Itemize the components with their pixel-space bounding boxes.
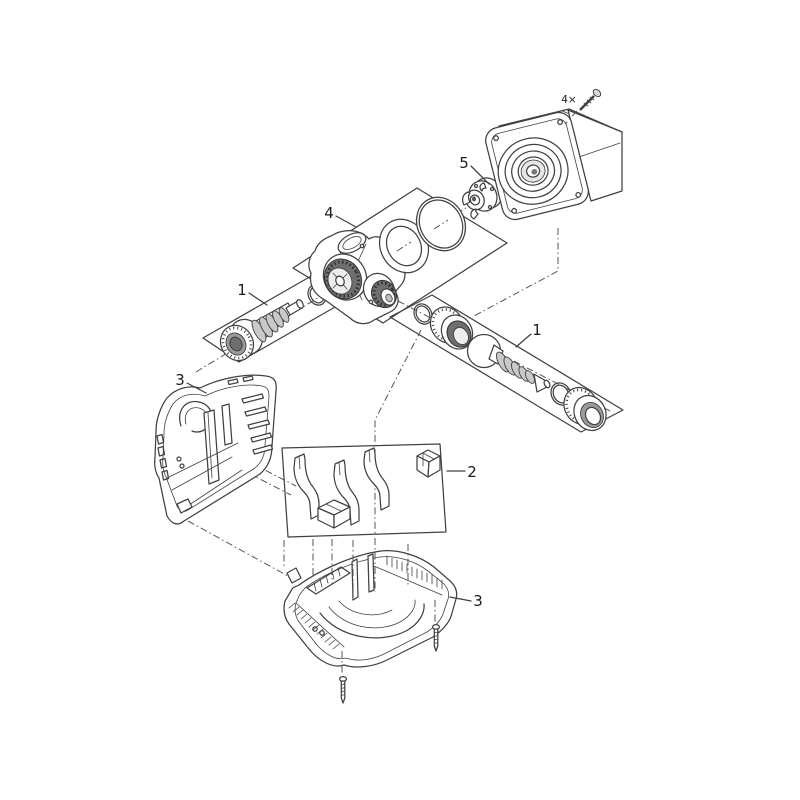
group-box-2 <box>281 443 447 538</box>
o-ring-small <box>413 303 433 325</box>
housing-screw-dot <box>359 243 365 249</box>
damper-bracket <box>333 459 360 526</box>
callout-part-1-right: 1 <box>532 321 542 339</box>
callout-screw-qty: 4× <box>561 94 576 106</box>
impeller-blades <box>462 182 487 220</box>
callout-part-3-lower: 3 <box>473 592 483 610</box>
motor-side-face <box>567 109 623 202</box>
filter-shell-upper <box>154 374 277 525</box>
large-o-ring <box>415 196 467 252</box>
motor-connector-line <box>473 228 559 317</box>
shell-upper-left-slots <box>156 433 170 481</box>
callout-leaders <box>186 165 532 602</box>
union-nut-knurl <box>221 326 253 360</box>
damper-bracket <box>363 447 390 511</box>
callout-part-1-left: 1 <box>237 281 247 299</box>
leader-3-upper <box>186 382 207 394</box>
housing-outlet <box>362 272 397 309</box>
callout-part-2: 2 <box>467 463 477 481</box>
foam-block <box>416 449 441 478</box>
shell-screw-left <box>338 675 348 704</box>
shell-screw-right <box>431 623 441 652</box>
foam-block <box>317 499 351 529</box>
seal-ring <box>378 218 430 274</box>
motor-block <box>485 88 623 221</box>
pump-housing-group <box>308 196 467 325</box>
shell-lower-back-wall <box>306 566 351 595</box>
housing-to-foam-line <box>374 329 422 536</box>
assembly-connector-lines <box>283 538 436 675</box>
leader-1-right <box>515 333 532 348</box>
hose-fitting-right <box>413 303 607 432</box>
damper-bracket <box>293 453 320 520</box>
shell-lower-lug <box>286 567 302 584</box>
rubber-mounts-group <box>293 447 441 529</box>
leader-1-left <box>248 292 268 306</box>
group-box-1-right <box>389 294 624 433</box>
shell-lower-slot-band <box>373 555 443 596</box>
hose-fitting-left <box>219 284 327 362</box>
shell-upper-slots <box>227 375 274 455</box>
callout-part-4: 4 <box>324 204 334 222</box>
callout-part-3-upper: 3 <box>175 371 185 389</box>
leader-3-lower <box>449 596 472 602</box>
shell-to-shell-line <box>187 520 298 582</box>
shell-lower-inner-rim <box>294 556 450 661</box>
union-nut-hole <box>229 336 243 352</box>
shell-upper-interior <box>166 400 243 514</box>
leader-4 <box>335 215 357 228</box>
hose-tail <box>251 299 304 343</box>
union-nut-b <box>563 386 607 432</box>
ball-joint-hose-tail <box>466 333 551 393</box>
union-nut-a <box>429 306 474 350</box>
housing-top-ring <box>337 232 367 254</box>
motor-front-flange <box>485 111 589 221</box>
leader-5 <box>470 165 490 185</box>
motor-screw <box>564 88 602 125</box>
housing-inlet <box>322 253 368 301</box>
filter-shell-lower <box>283 550 458 668</box>
housing-screw-dot <box>368 299 374 305</box>
callout-part-5: 5 <box>459 154 469 172</box>
